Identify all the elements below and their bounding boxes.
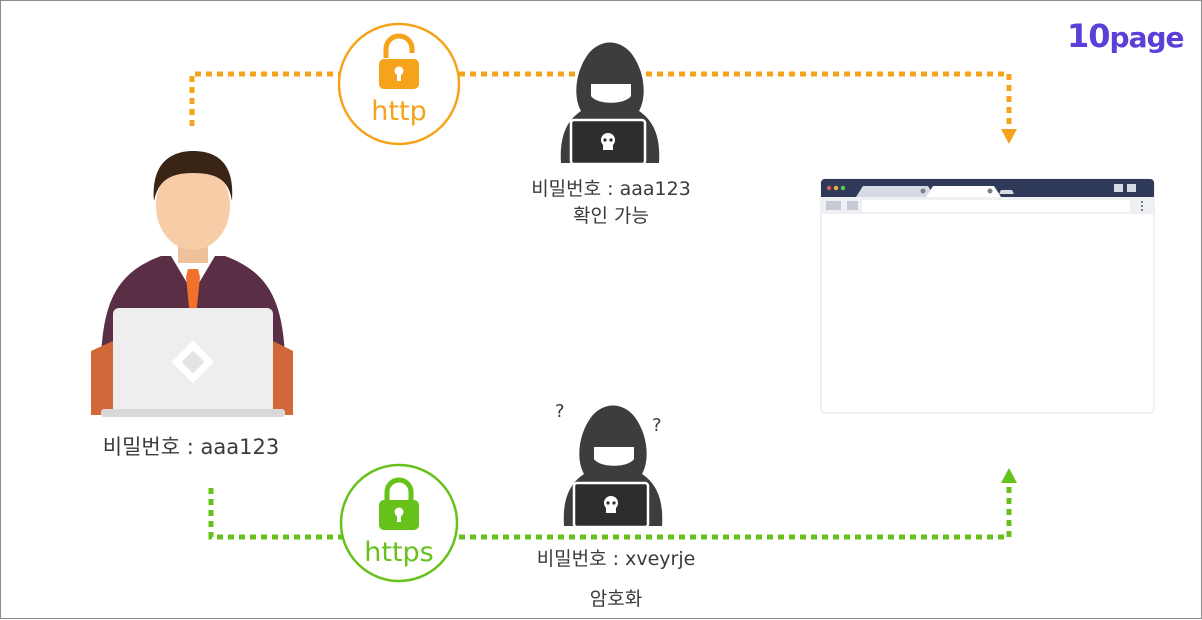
question-mark-right: ?: [652, 415, 662, 436]
brand-logo: 10page: [1067, 17, 1185, 55]
hacker-bottom-password: 비밀번호 : xveyrje: [536, 548, 696, 570]
hacker-bottom-note: 암호화: [589, 588, 643, 610]
brand-logo-text: page: [1109, 21, 1185, 54]
lock-open-icon: [379, 33, 419, 89]
user-password: 비밀번호 : aaa123: [102, 435, 280, 459]
https-path-line: [208, 483, 1012, 540]
http-path-line: [189, 71, 1012, 131]
http-label: http: [371, 96, 427, 127]
hacker-top-note: 확인 가능: [573, 205, 649, 227]
http-arrow-head: [1001, 129, 1017, 144]
lock-closed-icon: [379, 477, 419, 530]
hacker-top-password: 비밀번호 : aaa123: [531, 178, 691, 200]
brand-logo-number: 10: [1067, 17, 1111, 55]
https-arrow-head: [1001, 468, 1017, 483]
https-label: https: [364, 537, 434, 568]
question-mark-left: ?: [555, 401, 565, 422]
